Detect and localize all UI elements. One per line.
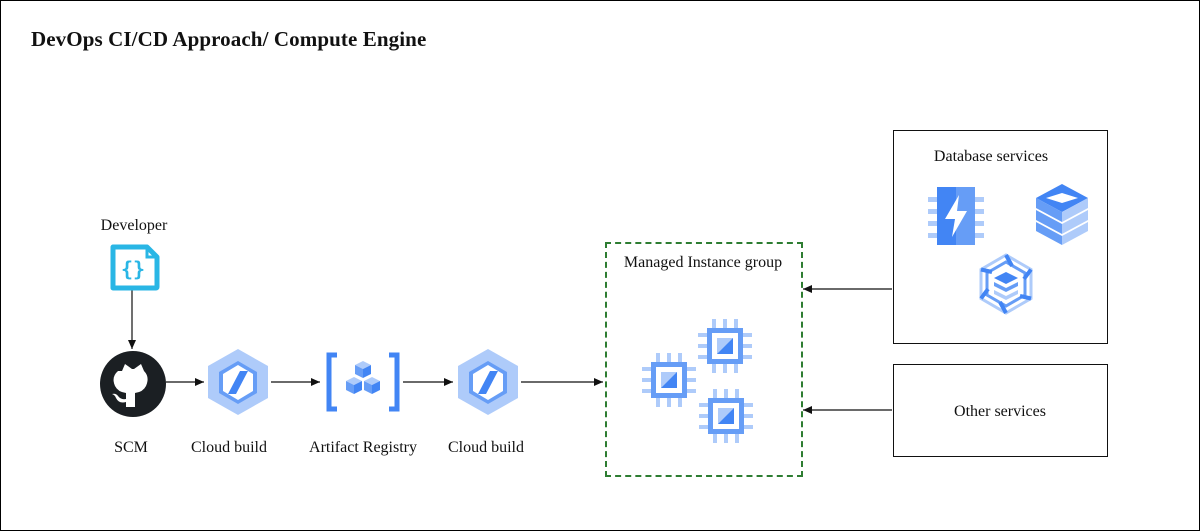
scm-label: SCM bbox=[114, 439, 148, 456]
developer-label: Developer bbox=[100, 217, 168, 234]
spanner-icon bbox=[979, 253, 1033, 315]
artifact-registry-icon bbox=[326, 352, 400, 412]
managed-instance-group-label: Managed Instance group bbox=[623, 254, 783, 271]
cloud-build-2-label: Cloud build bbox=[447, 439, 525, 456]
cloud-sql-icon bbox=[1036, 184, 1088, 245]
diagram-title: DevOps CI/CD Approach/ Compute Engine bbox=[31, 27, 427, 51]
github-icon bbox=[100, 351, 166, 417]
compute-chip-icon bbox=[642, 353, 696, 407]
memorystore-icon bbox=[928, 187, 984, 245]
other-services-label: Other services bbox=[954, 403, 1046, 420]
code-file-icon: {} bbox=[110, 244, 160, 291]
database-services-label: Database services bbox=[933, 148, 1049, 165]
cloud-build-icon bbox=[208, 349, 268, 415]
cloud-build-icon bbox=[458, 349, 518, 415]
other-services-box bbox=[893, 364, 1108, 457]
cloud-build-1-label: Cloud build bbox=[190, 439, 268, 456]
compute-chip-icon bbox=[698, 319, 752, 373]
compute-chip-icon bbox=[699, 389, 753, 443]
artifact-registry-label: Artifact Registry bbox=[309, 439, 417, 456]
managed-instance-group-box bbox=[605, 242, 803, 477]
svg-text:{}: {} bbox=[121, 257, 145, 281]
